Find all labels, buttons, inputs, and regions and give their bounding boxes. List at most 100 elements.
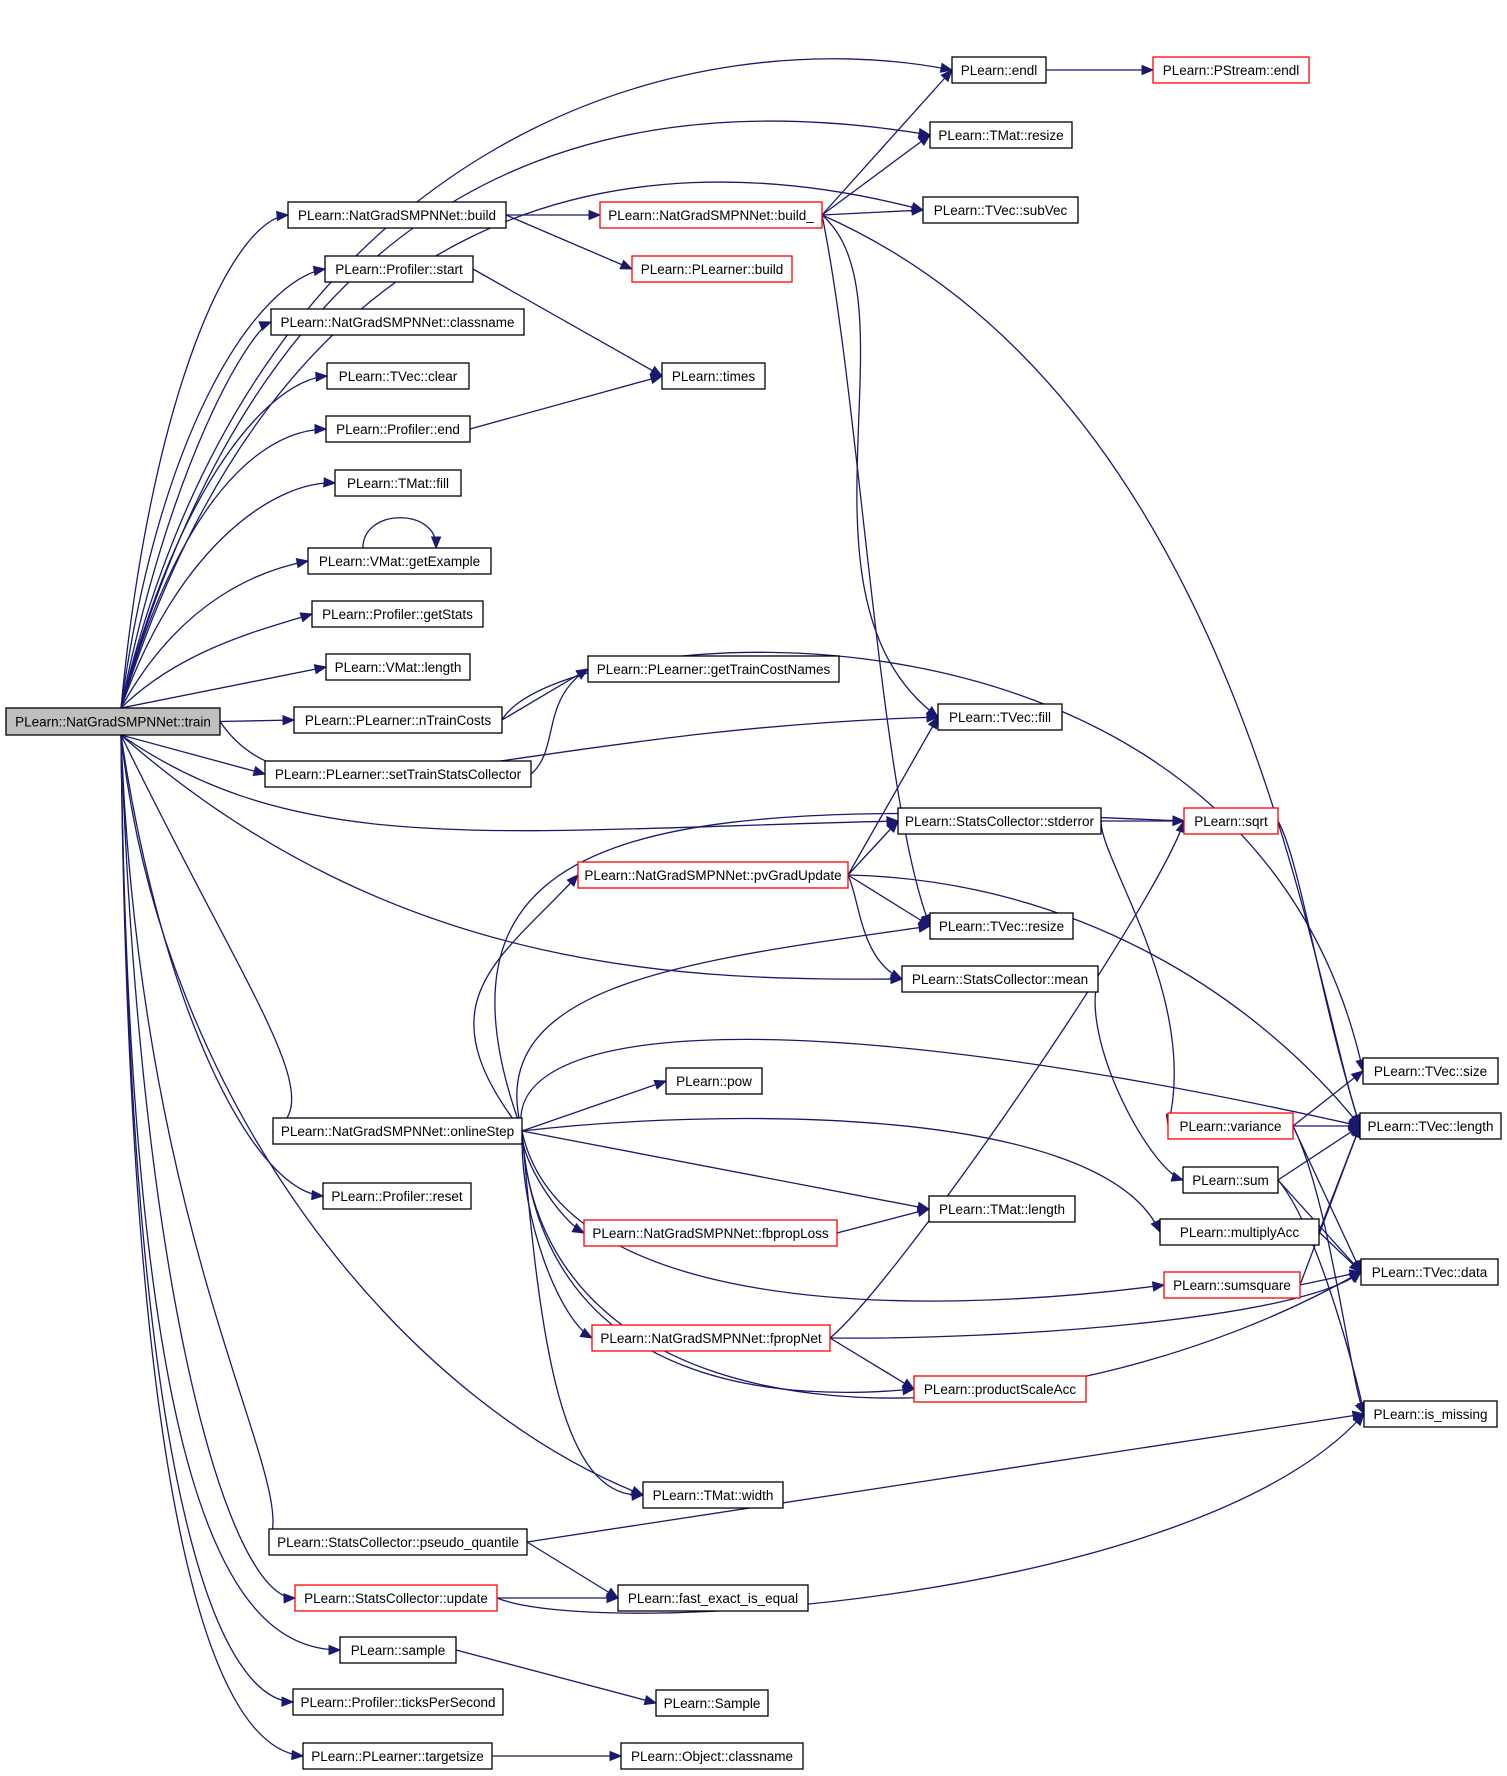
node-tvec-length[interactable]: PLearn::TVec::length: [1359, 1112, 1502, 1140]
node-label: PLearn::NatGradSMPNNet::build_: [608, 208, 814, 223]
node-build[interactable]: PLearn::NatGradSMPNNet::build: [287, 201, 507, 229]
node-tvec-clear[interactable]: PLearn::TVec::clear: [326, 362, 470, 390]
node-object-classname[interactable]: PLearn::Object::classname: [620, 1742, 804, 1770]
node-tickspersecond[interactable]: PLearn::Profiler::ticksPerSecond: [292, 1688, 504, 1716]
arrowhead: [323, 477, 337, 488]
node-box: [293, 706, 503, 734]
edge-pvgradupdate-to-tvec-fill: [847, 715, 939, 876]
node-settrainstats[interactable]: PLearn::PLearner::setTrainStatsCollector: [264, 760, 532, 788]
node-onlinestep[interactable]: PLearn::NatGradSMPNNet::onlineStep: [272, 1117, 523, 1145]
node-tvec-resize[interactable]: PLearn::TVec::resize: [929, 912, 1074, 940]
node-pow[interactable]: PLearn::pow: [665, 1067, 763, 1095]
node-box: [631, 255, 793, 283]
node-vmat-length[interactable]: PLearn::VMat::length: [325, 653, 471, 681]
node-train[interactable]: PLearn::NatGradSMPNNet::train: [5, 707, 221, 736]
node-label: PLearn::NatGradSMPNNet::fbpropLoss: [592, 1226, 829, 1241]
edge-line: [516, 925, 931, 1132]
arrowhead: [927, 715, 939, 730]
node-subvec[interactable]: PLearn::TVec::subVec: [922, 196, 1079, 224]
node-box: [1182, 1166, 1279, 1194]
node-label: PLearn::StatsCollector::pseudo_quantile: [277, 1535, 519, 1550]
node-box: [937, 703, 1063, 731]
edge-line: [521, 1130, 915, 1394]
node-fbproploss[interactable]: PLearn::NatGradSMPNNet::fbpropLoss: [583, 1219, 838, 1247]
node-label: PLearn::endl: [961, 63, 1038, 78]
edge-line: [120, 482, 336, 709]
node-sum[interactable]: PLearn::sum: [1182, 1166, 1279, 1194]
edge-line: [505, 214, 633, 270]
edge-line: [120, 666, 327, 709]
node-is-missing[interactable]: PLearn::is_missing: [1363, 1400, 1498, 1428]
node-sumsquare[interactable]: PLearn::sumsquare: [1163, 1271, 1301, 1299]
node-box: [587, 655, 840, 683]
node-getexample[interactable]: PLearn::VMat::getExample: [307, 547, 492, 575]
edge-line: [526, 1413, 1365, 1543]
node-tmat-length[interactable]: PLearn::TMat::length: [928, 1195, 1076, 1223]
edge-line: [847, 874, 1361, 1127]
node-fpropnet[interactable]: PLearn::NatGradSMPNNet::fpropNet: [591, 1324, 831, 1352]
node-tmat-fill[interactable]: PLearn::TMat::fill: [334, 469, 462, 497]
node-label: PLearn::TMat::resize: [938, 128, 1063, 143]
node-variance[interactable]: PLearn::variance: [1167, 1112, 1294, 1140]
arrowhead: [940, 69, 953, 83]
node-pseudo-quantile[interactable]: PLearn::StatsCollector::pseudo_quantile: [268, 1528, 528, 1556]
node-layer: PLearn::NatGradSMPNNet::train PLearn::end…: [5, 56, 1502, 1770]
node-box: [1362, 1057, 1499, 1085]
node-pstream-endl[interactable]: PLearn::PStream::endl: [1152, 56, 1310, 84]
edge-build--to-tmat-resize: [821, 134, 932, 216]
edge-pseudo-quantile-to-is-missing: [526, 1410, 1366, 1543]
node-endl[interactable]: PLearn::endl: [951, 56, 1047, 84]
edge-line: [521, 1130, 593, 1339]
node-tvec-size[interactable]: PLearn::TVec::size: [1362, 1057, 1499, 1085]
node-pvgradupdate[interactable]: PLearn::NatGradSMPNNet::pvGradUpdate: [577, 861, 849, 889]
node-box: [1159, 1218, 1320, 1246]
edge-train-to-sc-update: [120, 734, 297, 1604]
node-targetsize[interactable]: PLearn::PLearner::targetsize: [302, 1742, 493, 1770]
node-sample[interactable]: PLearn::Sample: [655, 1689, 769, 1717]
node-sqrt[interactable]: PLearn::sqrt: [1183, 807, 1279, 835]
arrowhead: [282, 714, 296, 726]
node-prof-reset[interactable]: PLearn::Profiler::reset: [322, 1182, 472, 1210]
arrowhead: [313, 664, 328, 675]
node-tmat-width[interactable]: PLearn::TMat::width: [642, 1481, 784, 1509]
node-times[interactable]: PLearn::times: [661, 362, 766, 390]
node-sc-update[interactable]: PLearn::StatsCollector::update: [294, 1584, 498, 1612]
node-label: PLearn::Sample: [664, 1696, 761, 1711]
arrowhead: [1347, 1118, 1362, 1129]
node-label: PLearn::TVec::fill: [949, 710, 1051, 725]
node-build-[interactable]: PLearn::NatGradSMPNNet::build_: [599, 201, 823, 229]
node-tvec-fill[interactable]: PLearn::TVec::fill: [937, 703, 1063, 731]
node-fast-exact[interactable]: PLearn::fast_exact_is_equal: [617, 1584, 809, 1612]
node-mean[interactable]: PLearn::StatsCollector::mean: [901, 965, 1099, 993]
node-classname[interactable]: PLearn::NatGradSMPNNet::classname: [270, 308, 525, 336]
node-getstats[interactable]: PLearn::Profiler::getStats: [311, 600, 484, 628]
node-box: [307, 547, 492, 575]
edge-line: [821, 214, 931, 927]
node-prof-end[interactable]: PLearn::Profiler::end: [325, 415, 471, 443]
edge-line: [120, 734, 341, 1651]
edge-prof-end-to-times: [469, 374, 664, 430]
node-box: [294, 1584, 498, 1612]
node-box: [325, 415, 471, 443]
edge-line: [1100, 820, 1175, 1127]
arrowhead: [889, 969, 904, 980]
node-label: PLearn::TVec::resize: [939, 919, 1064, 934]
node-prof-start[interactable]: PLearn::Profiler::start: [324, 255, 474, 283]
edge-onlinestep-to-tvec-length: [520, 1038, 1362, 1132]
edge-stderror-to-variance: [1100, 820, 1176, 1128]
node-box: [268, 1528, 528, 1556]
node-productscaleacc[interactable]: PLearn::productScaleAcc: [913, 1375, 1087, 1403]
node-label: PLearn::TVec::clear: [339, 369, 458, 384]
node-multiplyacc[interactable]: PLearn::multiplyAcc: [1159, 1218, 1320, 1246]
node-ntraincosts[interactable]: PLearn::PLearner::nTrainCosts: [293, 706, 503, 734]
node-box: [1183, 807, 1279, 835]
node-stderror[interactable]: PLearn::StatsCollector::stderror: [897, 807, 1102, 835]
node-gettraincostnames[interactable]: PLearn::PLearner::getTrainCostNames: [587, 655, 840, 683]
edge-train-to-prof-reset: [120, 734, 325, 1201]
edge-line: [120, 734, 293, 1132]
node-plearner-build[interactable]: PLearn::PLearner::build: [631, 255, 793, 283]
node-box: [897, 807, 1102, 835]
node-sample[interactable]: PLearn::sample: [339, 1636, 457, 1664]
node-tvec-data[interactable]: PLearn::TVec::data: [1360, 1258, 1499, 1286]
node-tmat-resize[interactable]: PLearn::TMat::resize: [929, 121, 1073, 149]
